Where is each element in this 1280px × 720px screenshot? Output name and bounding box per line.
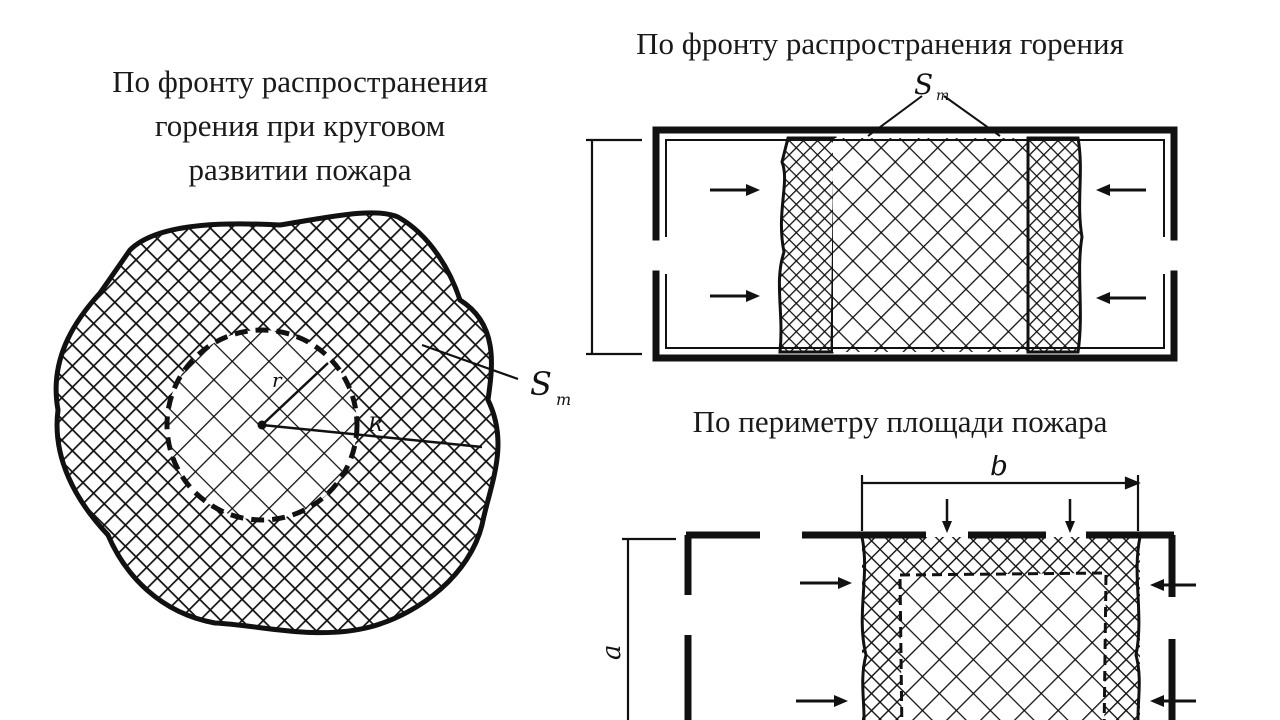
front-fire-caption: По фронту распространения горения xyxy=(636,26,1124,61)
circular-caption-line-1: По фронту распространения xyxy=(112,64,488,99)
burning-area-label: S xyxy=(530,365,552,403)
central-burnt-zone xyxy=(833,138,1030,352)
arrow-in-right-bottom xyxy=(1096,292,1146,304)
circular-caption-line-3: развитии пожара xyxy=(188,152,412,187)
dimension-b-label: b xyxy=(990,455,1008,482)
radius-small-label: r xyxy=(272,368,283,392)
arrow-top-1 xyxy=(942,499,952,533)
perimeter-inner-zone xyxy=(898,571,1108,720)
front-burning-area-label: S xyxy=(914,68,933,101)
circular-caption-line-2: горения при круговом xyxy=(154,108,446,143)
arrow-top-2 xyxy=(1065,499,1075,533)
front-s-leaders xyxy=(867,95,1001,137)
arrow-right-bottom xyxy=(1150,695,1196,707)
right-burning-strip xyxy=(1026,136,1084,354)
left-burning-strip xyxy=(777,136,837,354)
perimeter-room-walls xyxy=(684,531,1176,720)
room-walls xyxy=(652,126,1178,362)
arrow-right-top xyxy=(1150,579,1196,591)
dimension-b xyxy=(860,475,1141,531)
dimension-a xyxy=(622,537,676,720)
s-leader-line xyxy=(421,343,519,381)
front-burning-area-subscript: т xyxy=(936,88,949,104)
perimeter-fire-caption: По периметру площади пожара xyxy=(692,404,1108,439)
arrow-left-bottom xyxy=(796,695,848,707)
radius-large-line xyxy=(261,423,483,449)
perimeter-fire-diagram: b a xyxy=(600,455,1196,720)
radius-large-label: R xyxy=(367,412,383,436)
arrow-in-left-top xyxy=(710,184,760,196)
arrow-in-right-top xyxy=(1096,184,1146,196)
burning-area-subscript: т xyxy=(556,390,571,409)
arrow-in-left-bottom xyxy=(710,290,760,302)
front-fire-diagram: S т xyxy=(586,68,1178,362)
circular-fire-diagram: r R S т xyxy=(53,210,571,636)
circular-fire-caption: По фронту распространения горения при кр… xyxy=(40,60,560,192)
room-width-dimension xyxy=(586,138,642,356)
arrow-left-top xyxy=(800,577,852,589)
dimension-a-label: a xyxy=(600,644,627,660)
center-point xyxy=(257,420,267,430)
radius-small-line xyxy=(261,362,329,426)
